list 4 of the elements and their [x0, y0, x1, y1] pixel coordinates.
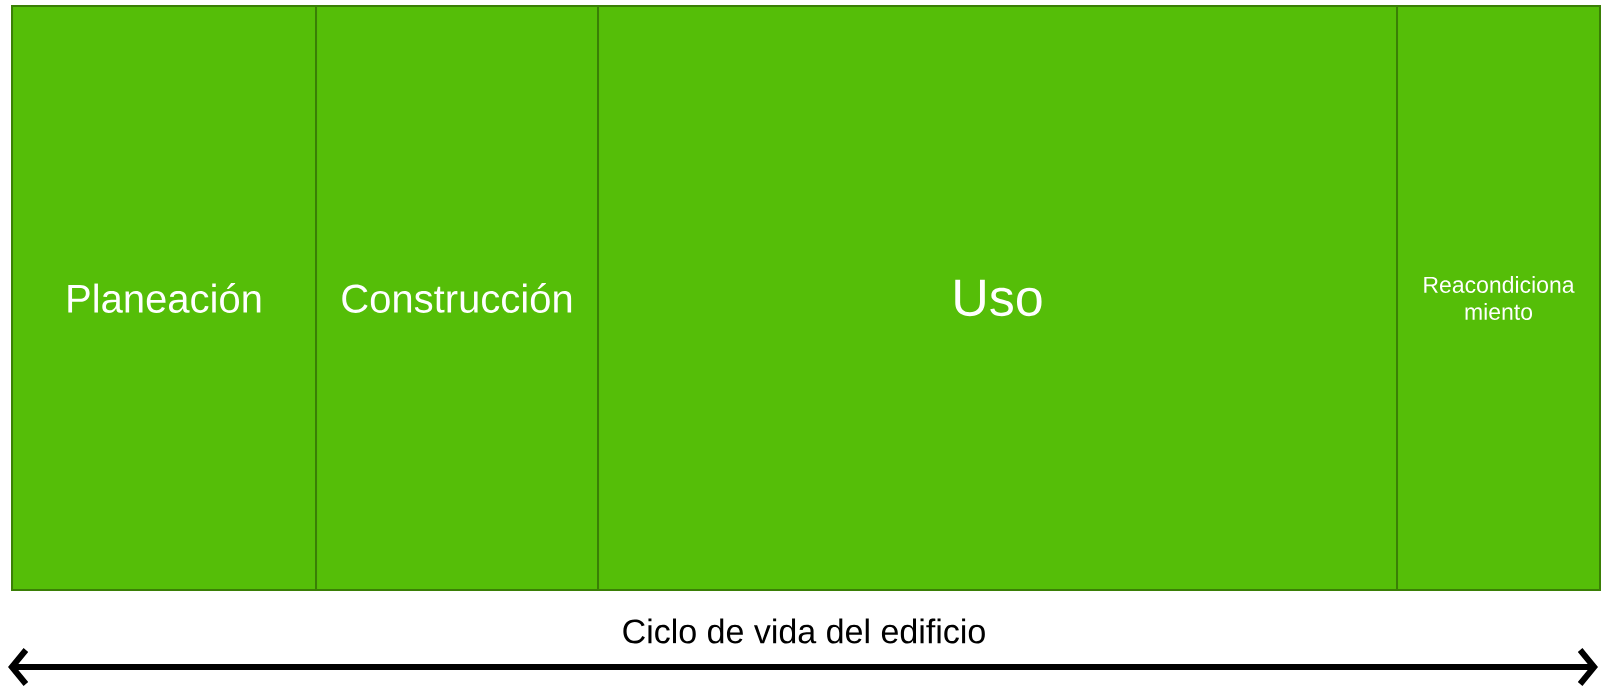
caption-text: Ciclo de vida del edificio: [623, 618, 985, 644]
stage-box: Construcción: [315, 5, 599, 591]
stage-box: Planeación: [11, 5, 317, 591]
stage-box: Reacondiciona miento: [1396, 5, 1601, 591]
